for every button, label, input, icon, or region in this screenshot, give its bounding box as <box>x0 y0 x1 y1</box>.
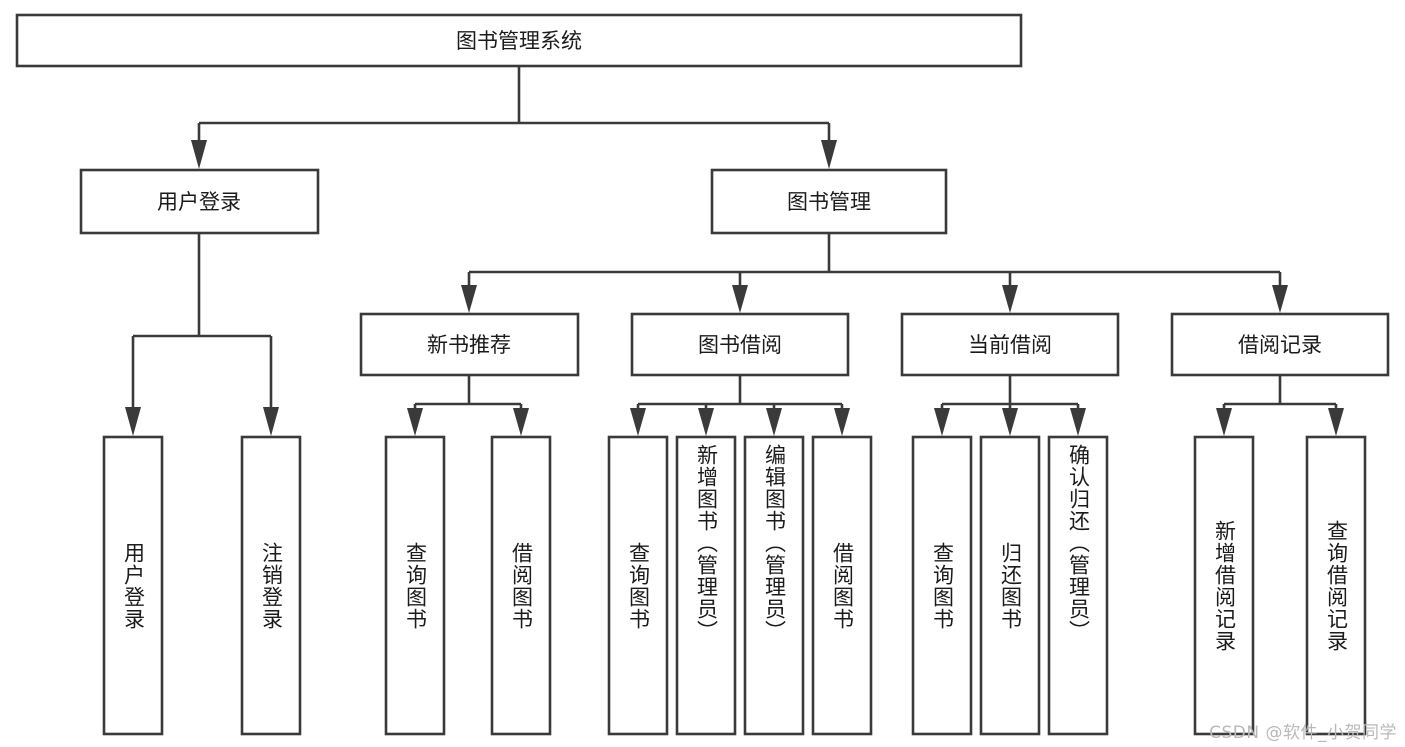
leaf-box-current-borrow-1[interactable] <box>911 435 973 736</box>
node-user-login-label: 用户登录 <box>157 190 241 214</box>
arrow-currentborrow-leaf-1 <box>934 408 950 436</box>
node-book-manage-label: 图书管理 <box>787 190 871 214</box>
node-book-borrow-label: 图书借阅 <box>698 333 782 357</box>
arrow-root-to-user-login <box>191 140 207 169</box>
node-book-manage-box[interactable] <box>710 168 948 235</box>
arrow-newbook-leaf-1 <box>407 408 423 436</box>
arrow-currentborrow-leaf-2 <box>1002 408 1018 436</box>
arrow-bookmanage-to-new-book <box>461 285 477 313</box>
node-new-book-recommend-box[interactable] <box>359 312 580 377</box>
arrow-bookmanage-to-book-borrow <box>732 285 748 313</box>
node-current-borrow-label: 当前借阅 <box>968 333 1052 357</box>
leaf-box-book-borrow-4[interactable] <box>811 435 873 736</box>
node-borrow-record-box[interactable] <box>1170 312 1390 377</box>
leaf-box-book-borrow-2[interactable] <box>675 435 737 736</box>
leaf-box-new-book-1[interactable] <box>384 435 446 736</box>
leaf-box-borrow-record-2[interactable] <box>1305 435 1367 736</box>
arrow-userlogin-leaf-1 <box>125 407 141 436</box>
arrow-root-to-book-manage <box>821 140 837 169</box>
node-user-login-box[interactable] <box>79 168 320 235</box>
arrow-bookborrow-leaf-1 <box>630 408 646 436</box>
arrow-bookmanage-to-borrow-record <box>1272 285 1288 313</box>
node-current-borrow-box[interactable] <box>900 312 1120 377</box>
node-current-borrow[interactable]: 当前借阅 <box>900 312 1120 377</box>
node-borrow-record-label: 借阅记录 <box>1238 333 1322 357</box>
csdn-watermark: CSDN @软件_小贺同学 <box>1209 723 1397 743</box>
leaf-box-borrow-record-1[interactable] <box>1193 435 1255 736</box>
arrow-currentborrow-leaf-3 <box>1070 408 1086 436</box>
arrow-bookborrow-leaf-2 <box>698 408 714 436</box>
node-borrow-record[interactable]: 借阅记录 <box>1170 312 1390 377</box>
arrow-borrowrecord-leaf-1 <box>1216 408 1232 436</box>
leaf-box-new-book-2[interactable] <box>490 435 552 736</box>
node-new-book-recommend[interactable]: 新书推荐 <box>359 312 580 377</box>
arrow-bookmanage-to-current-borrow <box>1002 285 1018 313</box>
arrow-userlogin-leaf-2 <box>263 407 279 436</box>
leaf-boxes-group <box>102 435 1367 736</box>
arrow-bookborrow-leaf-3 <box>766 408 782 436</box>
leaf-box-user-login-2[interactable] <box>240 435 302 736</box>
edges-group <box>125 66 1344 436</box>
node-root-label: 图书管理系统 <box>456 29 582 53</box>
node-book-borrow[interactable]: 图书借阅 <box>630 312 850 377</box>
node-new-book-recommend-label: 新书推荐 <box>427 333 511 357</box>
node-book-manage[interactable]: 图书管理 <box>710 168 948 235</box>
leaf-box-current-borrow-3[interactable] <box>1047 435 1109 736</box>
arrow-borrowrecord-leaf-2 <box>1328 408 1344 436</box>
node-root[interactable]: 图书管理系统 <box>15 13 1023 68</box>
arrow-bookborrow-leaf-4 <box>834 408 850 436</box>
node-book-borrow-box[interactable] <box>630 312 850 377</box>
leaf-box-user-login-1[interactable] <box>102 435 164 736</box>
node-root-box[interactable] <box>15 13 1023 68</box>
arrow-newbook-leaf-2 <box>513 408 529 436</box>
leaf-box-book-borrow-3[interactable] <box>743 435 805 736</box>
leaf-box-book-borrow-1[interactable] <box>607 435 669 736</box>
leaf-box-current-borrow-2[interactable] <box>979 435 1041 736</box>
node-user-login[interactable]: 用户登录 <box>79 168 320 235</box>
